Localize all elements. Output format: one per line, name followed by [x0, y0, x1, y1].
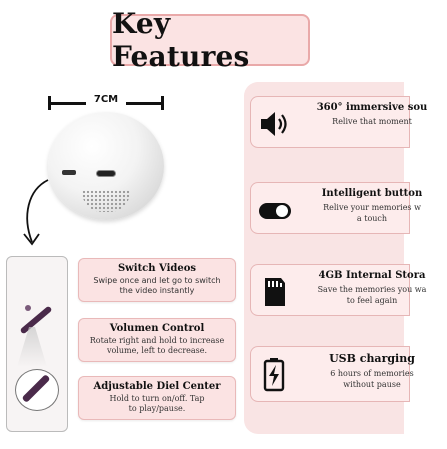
feature-title: Switch Videos	[117, 263, 197, 274]
feature-desc: Hold to turn on/off. Tap to play/pause.	[79, 394, 235, 414]
feature-card-switch-videos: Switch Videos Swipe once and let go to s…	[78, 258, 236, 302]
feature-desc-line: a touch	[356, 214, 388, 223]
feature-desc-line: Hold to turn on/off. Tap	[109, 394, 205, 403]
feature-text: Intelligent button Relive your memories …	[297, 188, 447, 224]
feature-title: 360° immersive sou	[316, 102, 428, 113]
feature-desc-line: volume, left to decrease.	[106, 346, 208, 355]
page-title: Key Features	[112, 7, 250, 73]
dimension-indicator: 7CM	[48, 92, 164, 110]
feature-desc-line: 6 hours of memories	[330, 369, 414, 378]
feature-desc: Swipe once and let go to switch the vide…	[79, 276, 235, 296]
feature-desc: Relive that moment	[332, 117, 412, 126]
feature-desc: Relive your memories w a touch	[297, 202, 447, 224]
feature-desc-line: the video instantly	[119, 286, 195, 295]
speaker-icon	[261, 112, 287, 136]
swipe-illustration	[19, 305, 53, 335]
speaker-grille	[82, 190, 130, 212]
feature-desc-line: Save the memories you wa	[317, 285, 427, 294]
dimension-cap-right	[161, 96, 164, 110]
feature-card-immersive-sound: 360° immersive sou Relive that moment	[250, 96, 427, 148]
feature-desc: Save the memories you wa to feel again	[297, 284, 447, 306]
feature-desc: 6 hours of memories without pause	[297, 368, 447, 390]
dimension-cap-left	[48, 96, 51, 110]
feature-card-internal-storage: 4GB Internal Stora Save the memories you…	[250, 264, 426, 316]
feature-title: Volumen Control	[109, 323, 205, 334]
dimension-label: 7CM	[86, 92, 126, 108]
device-image	[48, 112, 164, 220]
sd-card-icon	[265, 278, 285, 306]
button-dot	[25, 305, 31, 311]
feature-desc-line: to play/pause.	[128, 404, 186, 413]
usb-c-port	[96, 170, 116, 177]
feature-card-volume-control: Volumen Control Rotate right and hold to…	[78, 318, 236, 362]
feature-card-intelligent-button: Intelligent button Relive your memories …	[250, 182, 422, 234]
feature-text: 4GB Internal Stora Save the memories you…	[297, 270, 447, 306]
feature-title: Intelligent button	[321, 188, 423, 199]
feature-desc-line: without pause	[343, 380, 401, 389]
feature-title: 4GB Internal Stora	[318, 270, 426, 281]
feature-title: Adjustable Diel Center	[93, 381, 221, 392]
feature-card-usb-charging: USB charging 6 hours of memories without…	[250, 346, 415, 402]
feature-card-dial-center: Adjustable Diel Center Hold to turn on/o…	[78, 376, 236, 420]
feature-desc-line: Rotate right and hold to increase	[89, 336, 225, 345]
toggle-icon	[259, 203, 291, 219]
feature-desc-line: Relive your memories w	[323, 203, 421, 212]
battery-charging-icon	[263, 358, 285, 392]
feature-text: 360° immersive sou Relive that moment	[297, 102, 447, 127]
feature-desc-line: Swipe once and let go to switch	[93, 276, 221, 285]
feature-title: USB charging	[329, 352, 415, 365]
curved-arrow-icon	[23, 179, 49, 246]
device-port	[62, 170, 76, 175]
title-banner: Key Features	[110, 7, 310, 73]
feature-desc: Rotate right and hold to increase volume…	[79, 336, 235, 356]
usage-photo-panel	[6, 256, 68, 432]
feature-text: USB charging 6 hours of memories without…	[297, 352, 447, 390]
feature-desc-line: to feel again	[346, 296, 398, 305]
